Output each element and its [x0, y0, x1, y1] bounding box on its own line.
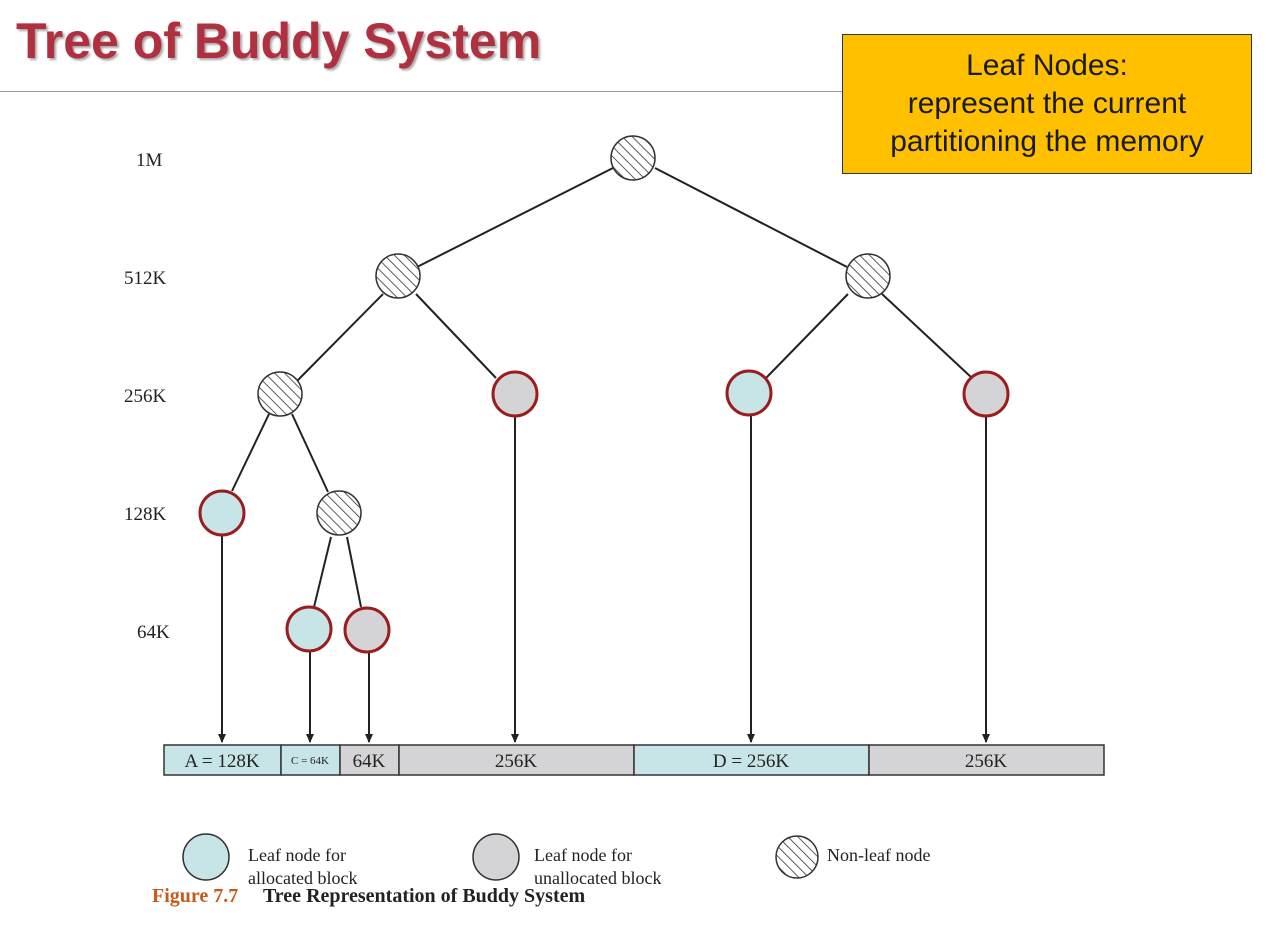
- figure-caption: Figure 7.7 Tree Representation of Buddy …: [152, 885, 585, 908]
- callout-line-2: represent the current: [907, 87, 1187, 120]
- edge-512k-256k-b: [415, 293, 497, 379]
- nonleaf-node-128k: [316, 490, 362, 536]
- legend-allocated-line-1: Leaf node for: [248, 845, 346, 865]
- level-label-512k: 512K: [124, 268, 167, 289]
- level-label-64k: 64K: [137, 622, 170, 643]
- level-label-128k: 128K: [124, 504, 167, 525]
- legend-nonleaf-label: Non-leaf node: [827, 845, 931, 865]
- edge-128k-64k-a: [313, 536, 332, 608]
- tree-edges: [231, 167, 973, 608]
- leaf-node-allocated-a: [198, 489, 246, 537]
- leaf-node-unallocated-256k-1: [491, 370, 539, 418]
- nonleaf-node-512k-right: [845, 253, 891, 299]
- nonleaf-node-1m: [610, 135, 656, 181]
- legend-unallocated-label: Leaf node for unallocated block: [534, 844, 661, 890]
- leaf-node-unallocated-256k-2: [962, 370, 1010, 418]
- edge-512k-256k-c: [765, 293, 849, 379]
- legend-unallocated-line-1: Leaf node for: [534, 845, 632, 865]
- legend-unallocated-swatch: [472, 833, 520, 881]
- edge-256k-128k-b: [291, 413, 329, 493]
- legend-allocated-label: Leaf node for allocated block: [248, 844, 357, 890]
- legend-unallocated-line-2: unallocated block: [534, 868, 662, 888]
- edge-512k-256k-d: [881, 293, 973, 379]
- nonleaf-node-256k: [257, 371, 303, 417]
- edge-128k-64k-b: [346, 536, 362, 608]
- block-arrows: [218, 416, 990, 743]
- block-label-c: C = 64K: [291, 755, 329, 767]
- nonleaf-node-512k-left: [375, 253, 421, 299]
- leaf-node-allocated-c: [285, 605, 333, 653]
- edge-1m-512k-left: [416, 167, 614, 268]
- block-d: [633, 744, 870, 776]
- level-label-256k: 256K: [124, 386, 167, 407]
- block-label-256k-1: 256K: [495, 751, 538, 772]
- legend-allocated-swatch: [182, 833, 230, 881]
- figure-caption-text: Tree Representation of Buddy System: [262, 885, 586, 907]
- slide-title: Tree of Buddy System: [16, 13, 542, 69]
- block-label-256k-2: 256K: [965, 751, 1008, 772]
- legend-nonleaf-swatch: [775, 835, 819, 879]
- callout-line-3: partitioning the memory: [890, 125, 1204, 158]
- block-label-64k: 64K: [353, 751, 386, 772]
- block-label-a: A = 128K: [184, 751, 259, 772]
- callout-line-1: Leaf Nodes:: [966, 49, 1128, 82]
- block-256k-2: [868, 744, 1105, 776]
- title-divider: [0, 91, 842, 92]
- leaf-nodes-callout: Leaf Nodes: represent the current partit…: [842, 34, 1252, 174]
- level-label-1m: 1M: [136, 150, 163, 171]
- block-256k-1: [398, 744, 635, 776]
- leaf-node-allocated-d: [725, 369, 773, 417]
- edge-512k-256k-a: [296, 293, 384, 382]
- memory-bar: [163, 744, 1105, 776]
- block-label-d: D = 256K: [713, 751, 789, 772]
- legend-allocated-line-2: allocated block: [248, 868, 358, 888]
- edge-1m-512k-right: [654, 167, 848, 268]
- leaf-node-unallocated-64k: [343, 606, 391, 654]
- figure-number: Figure 7.7: [152, 885, 239, 907]
- edge-256k-128k-a: [231, 413, 270, 492]
